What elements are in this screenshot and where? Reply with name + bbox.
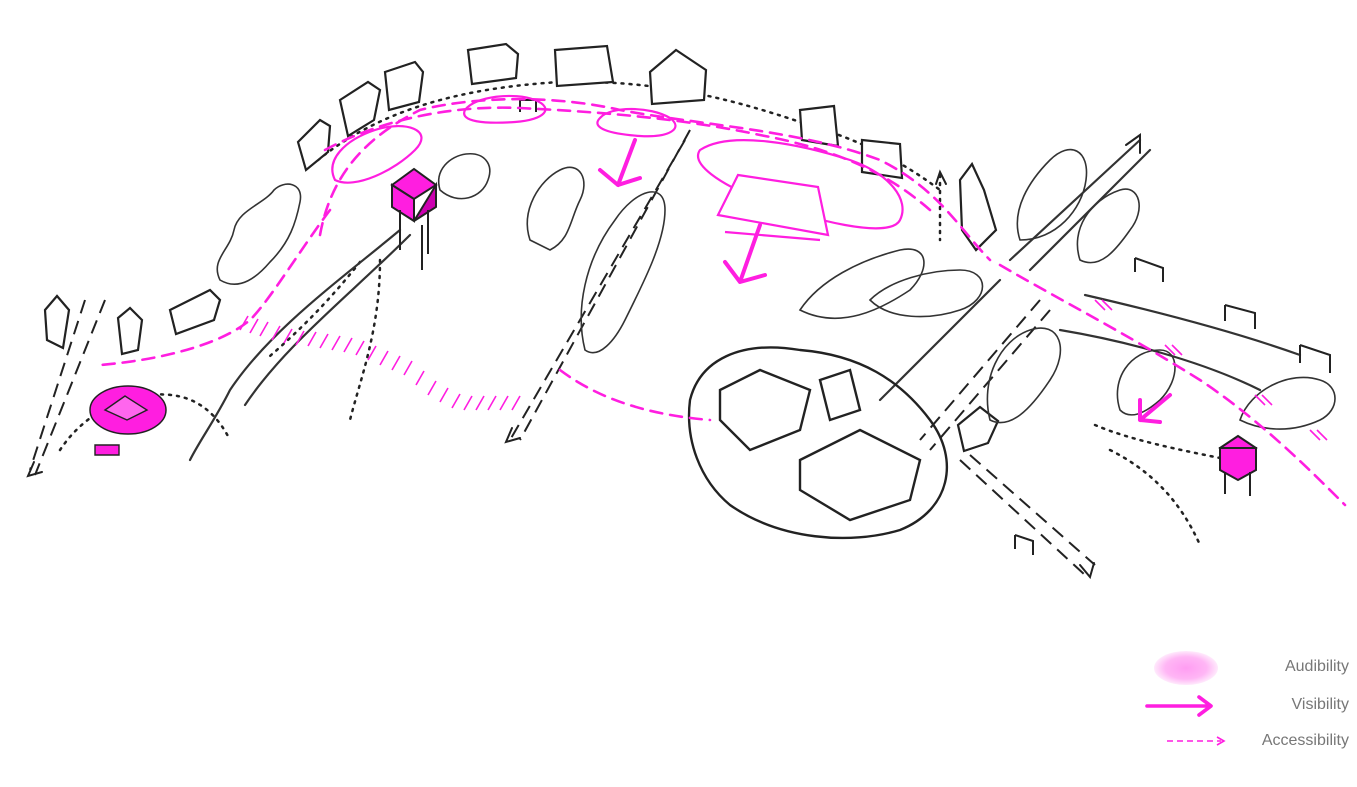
dotted-footpaths [60,82,1230,545]
legend-label-audibility: Audibility [1285,658,1349,676]
solid-arrow-icon [1143,692,1221,720]
visibility-arrows [600,140,1170,422]
benches [520,100,1330,555]
audibility-ellipse-icon [1151,648,1221,688]
dashed-roads [30,130,1095,575]
audibility-spot [90,386,166,455]
legend-item-audibility: Audibility [1129,656,1349,686]
legend-item-visibility: Visibility [1129,692,1349,722]
castle [689,347,947,538]
legend-label-accessibility: Accessibility [1262,732,1349,750]
dashed-arrow-icon [1165,731,1231,751]
pavilion [718,175,828,240]
legend-item-accessibility: Accessibility [1129,728,1349,758]
legend-label-visibility: Visibility [1292,696,1350,714]
